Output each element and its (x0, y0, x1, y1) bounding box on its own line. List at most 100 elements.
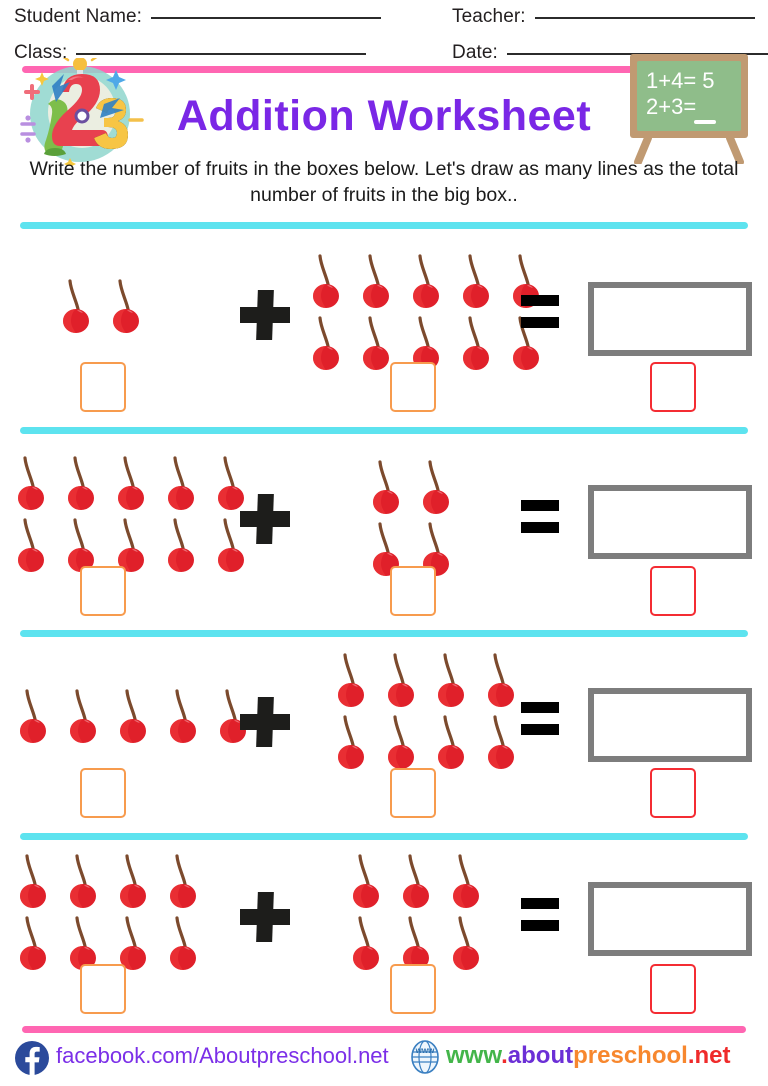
cherry-icon (380, 651, 424, 709)
problem-row (0, 842, 768, 1047)
cherry-icon (210, 516, 254, 574)
big-lines-box[interactable] (588, 485, 752, 559)
cherry-group (365, 458, 465, 582)
cherry-icon (355, 252, 399, 310)
equals-sign (521, 898, 559, 938)
cherry-icon (162, 914, 206, 972)
equals-sign (521, 702, 559, 742)
cyan-divider-1 (20, 222, 748, 229)
cherry-icon (455, 314, 499, 372)
big-lines-box[interactable] (588, 282, 752, 356)
cherry-group (10, 454, 260, 578)
cherry-icon (162, 852, 206, 910)
student-name-input[interactable] (151, 17, 382, 19)
problem-row (0, 232, 768, 437)
sum-answer-box[interactable] (650, 566, 696, 616)
cherry-icon (110, 454, 154, 512)
cherry-icon (112, 852, 156, 910)
numbers-123-logo (8, 58, 154, 166)
left-addend-group (55, 277, 155, 339)
website-link[interactable]: www.aboutpreschool.net (446, 1042, 731, 1070)
left-addend-answer-box[interactable] (80, 362, 126, 412)
left-addend-answer-box[interactable] (80, 964, 126, 1014)
website-part: about (507, 1042, 574, 1069)
chalkboard-line-1: 1+4= 5 (646, 68, 715, 93)
right-addend-answer-box[interactable] (390, 362, 436, 412)
website-part: preschool (573, 1042, 688, 1069)
equals-sign (521, 500, 559, 540)
sum-answer-box[interactable] (650, 964, 696, 1014)
cherry-icon (415, 458, 459, 516)
cherry-icon (305, 314, 349, 372)
page-title: Addition Worksheet (176, 92, 592, 140)
left-addend-group (10, 454, 260, 578)
cherry-icon (10, 516, 54, 574)
cyan-divider-4 (20, 833, 748, 840)
cherry-icon (445, 914, 489, 972)
cherry-icon (455, 252, 499, 310)
cherry-row (330, 713, 530, 771)
facebook-link[interactable]: facebook.com/Aboutpreschool.net (56, 1043, 389, 1068)
facebook-icon[interactable] (14, 1040, 50, 1076)
sum-answer-box[interactable] (650, 768, 696, 818)
plus-sign (238, 890, 292, 944)
cherry-icon (365, 458, 409, 516)
big-lines-box[interactable] (588, 688, 752, 762)
cherry-group (55, 277, 155, 339)
right-addend-answer-box[interactable] (390, 566, 436, 616)
cherry-icon (330, 651, 374, 709)
cherry-row (305, 252, 555, 310)
cherry-icon (12, 914, 56, 972)
equals-sign (521, 295, 559, 335)
big-lines-box[interactable] (588, 882, 752, 956)
cherry-icon (160, 516, 204, 574)
cherry-group (305, 252, 555, 376)
cherry-icon (112, 687, 156, 745)
cherry-group (330, 651, 530, 775)
cyan-divider-3 (20, 630, 748, 637)
left-addend-answer-box[interactable] (80, 566, 126, 616)
cherry-icon (505, 314, 549, 372)
cherry-group (12, 687, 262, 749)
right-addend-group (365, 458, 465, 582)
website-part: . (501, 1042, 508, 1069)
cherry-row (55, 277, 155, 335)
plus-sign (238, 288, 292, 342)
cherry-row (12, 852, 212, 910)
left-addend-group (12, 687, 262, 749)
left-addend-group (12, 852, 212, 976)
left-addend-answer-box[interactable] (80, 768, 126, 818)
cherry-row (365, 458, 465, 516)
cherry-group (345, 852, 495, 976)
cherry-icon (305, 252, 349, 310)
cherry-icon (480, 713, 524, 771)
cherry-icon (62, 687, 106, 745)
teacher-label: Teacher: (452, 6, 526, 27)
pink-divider-top (22, 66, 660, 73)
problem-row (0, 436, 768, 641)
right-addend-answer-box[interactable] (390, 768, 436, 818)
teacher-input[interactable] (534, 17, 755, 19)
cherry-row (330, 651, 530, 709)
cherry-icon (355, 314, 399, 372)
right-addend-answer-box[interactable] (390, 964, 436, 1014)
chalkboard-illustration: 1+4= 5 2+3= (626, 52, 752, 166)
cherry-icon (162, 687, 206, 745)
globe-www-icon: www (408, 1040, 442, 1074)
cherry-icon (10, 454, 54, 512)
svg-text:www: www (415, 1046, 435, 1055)
cherry-group (12, 852, 212, 976)
cherry-icon (345, 852, 389, 910)
student-name-field-row: Student Name: (14, 6, 382, 28)
cherry-icon (480, 651, 524, 709)
class-input[interactable] (76, 53, 367, 55)
cherry-icon (380, 713, 424, 771)
sum-answer-box[interactable] (650, 362, 696, 412)
problem-row (0, 639, 768, 844)
chalkboard-line-2: 2+3= (646, 94, 696, 119)
cherry-icon (55, 277, 99, 335)
instructions-text: Write the number of fruits in the boxes … (29, 158, 739, 206)
cherry-icon (12, 687, 56, 745)
cherry-icon (405, 252, 449, 310)
